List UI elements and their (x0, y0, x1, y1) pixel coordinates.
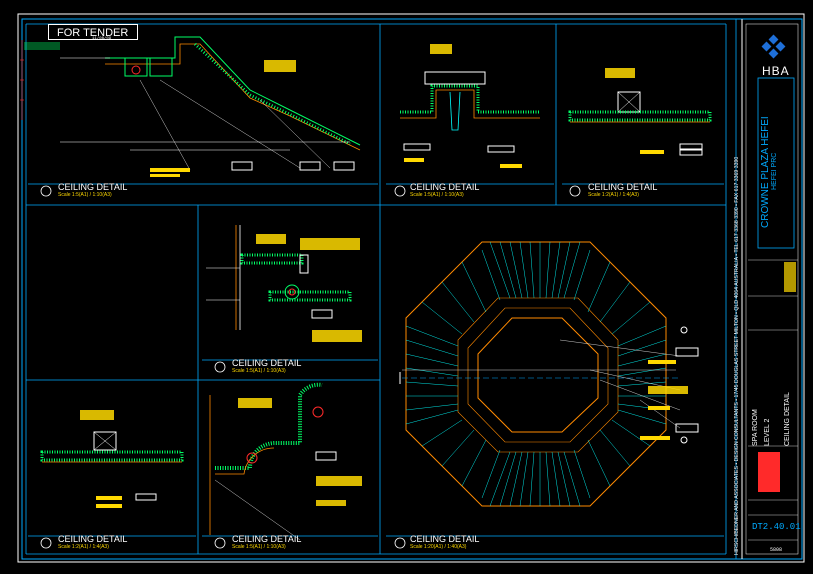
detail-bubble-icon (40, 185, 581, 549)
detail-2-scale: Scale 1:5(A1) / 1:10(A3) (410, 192, 464, 198)
detail-6-drawing (209, 382, 362, 541)
drawing-title: CEILING DETAIL (784, 392, 791, 446)
detail-3-scale: Scale 1:2(A1) / 1:4(A3) (588, 192, 639, 198)
detail-2-title: CEILING DETAIL (410, 182, 480, 192)
hba-logo-icon (761, 34, 786, 59)
detail-1-title: CEILING DETAIL (58, 182, 128, 192)
detail-7-title: CEILING DETAIL (410, 534, 480, 544)
detail-2-drawing (400, 44, 540, 168)
detail-6-title: CEILING DETAIL (232, 534, 302, 544)
detail-title-bars (28, 183, 724, 537)
detail-1-scale: Scale 1:5(A1) / 1:10(A3) (58, 192, 112, 198)
detail-grid (25, 23, 727, 555)
drawing-level: LEVEL 2 (764, 418, 771, 446)
project-location: HEFEI PRC (771, 152, 778, 190)
detail-5-title: CEILING DETAIL (58, 534, 128, 544)
drawing-frame (21, 18, 803, 560)
detail-7-scale: Scale 1:20(A1) / 1:40(A3) (410, 544, 467, 550)
drawing-area: SPA ROOM (752, 409, 759, 446)
tender-stamp-date: 11/08/09 (92, 37, 112, 41)
job-number: 5808 (770, 547, 783, 553)
sheet-number: DT2.40.01 (752, 522, 801, 532)
detail-5-drawing (40, 410, 184, 508)
detail-4-scale: Scale 1:5(A1) / 1:10(A3) (232, 368, 286, 374)
detail-6-scale: Scale 1:5(A1) / 1:10(A3) (232, 544, 286, 550)
title-block (745, 23, 799, 555)
detail-3-drawing (568, 68, 712, 156)
firm-address-strip: HIRSCH/BEDNER AND ASSOCIATES • DESIGN CO… (734, 156, 740, 555)
hba-logo-text: HBA (762, 64, 790, 78)
detail-1-drawing (24, 36, 361, 177)
detail-3-title: CEILING DETAIL (588, 182, 658, 192)
detail-4-drawing (206, 225, 362, 342)
project-name: CROWNE PLAZA HEFEI (760, 116, 771, 228)
tender-stamp: FOR TENDER (48, 24, 138, 40)
detail-5-scale: Scale 1:2(A1) / 1:4(A3) (58, 544, 109, 550)
detail-7-plan (399, 241, 699, 507)
sheet-outer-border (17, 13, 805, 563)
detail-4-title: CEILING DETAIL (232, 358, 302, 368)
